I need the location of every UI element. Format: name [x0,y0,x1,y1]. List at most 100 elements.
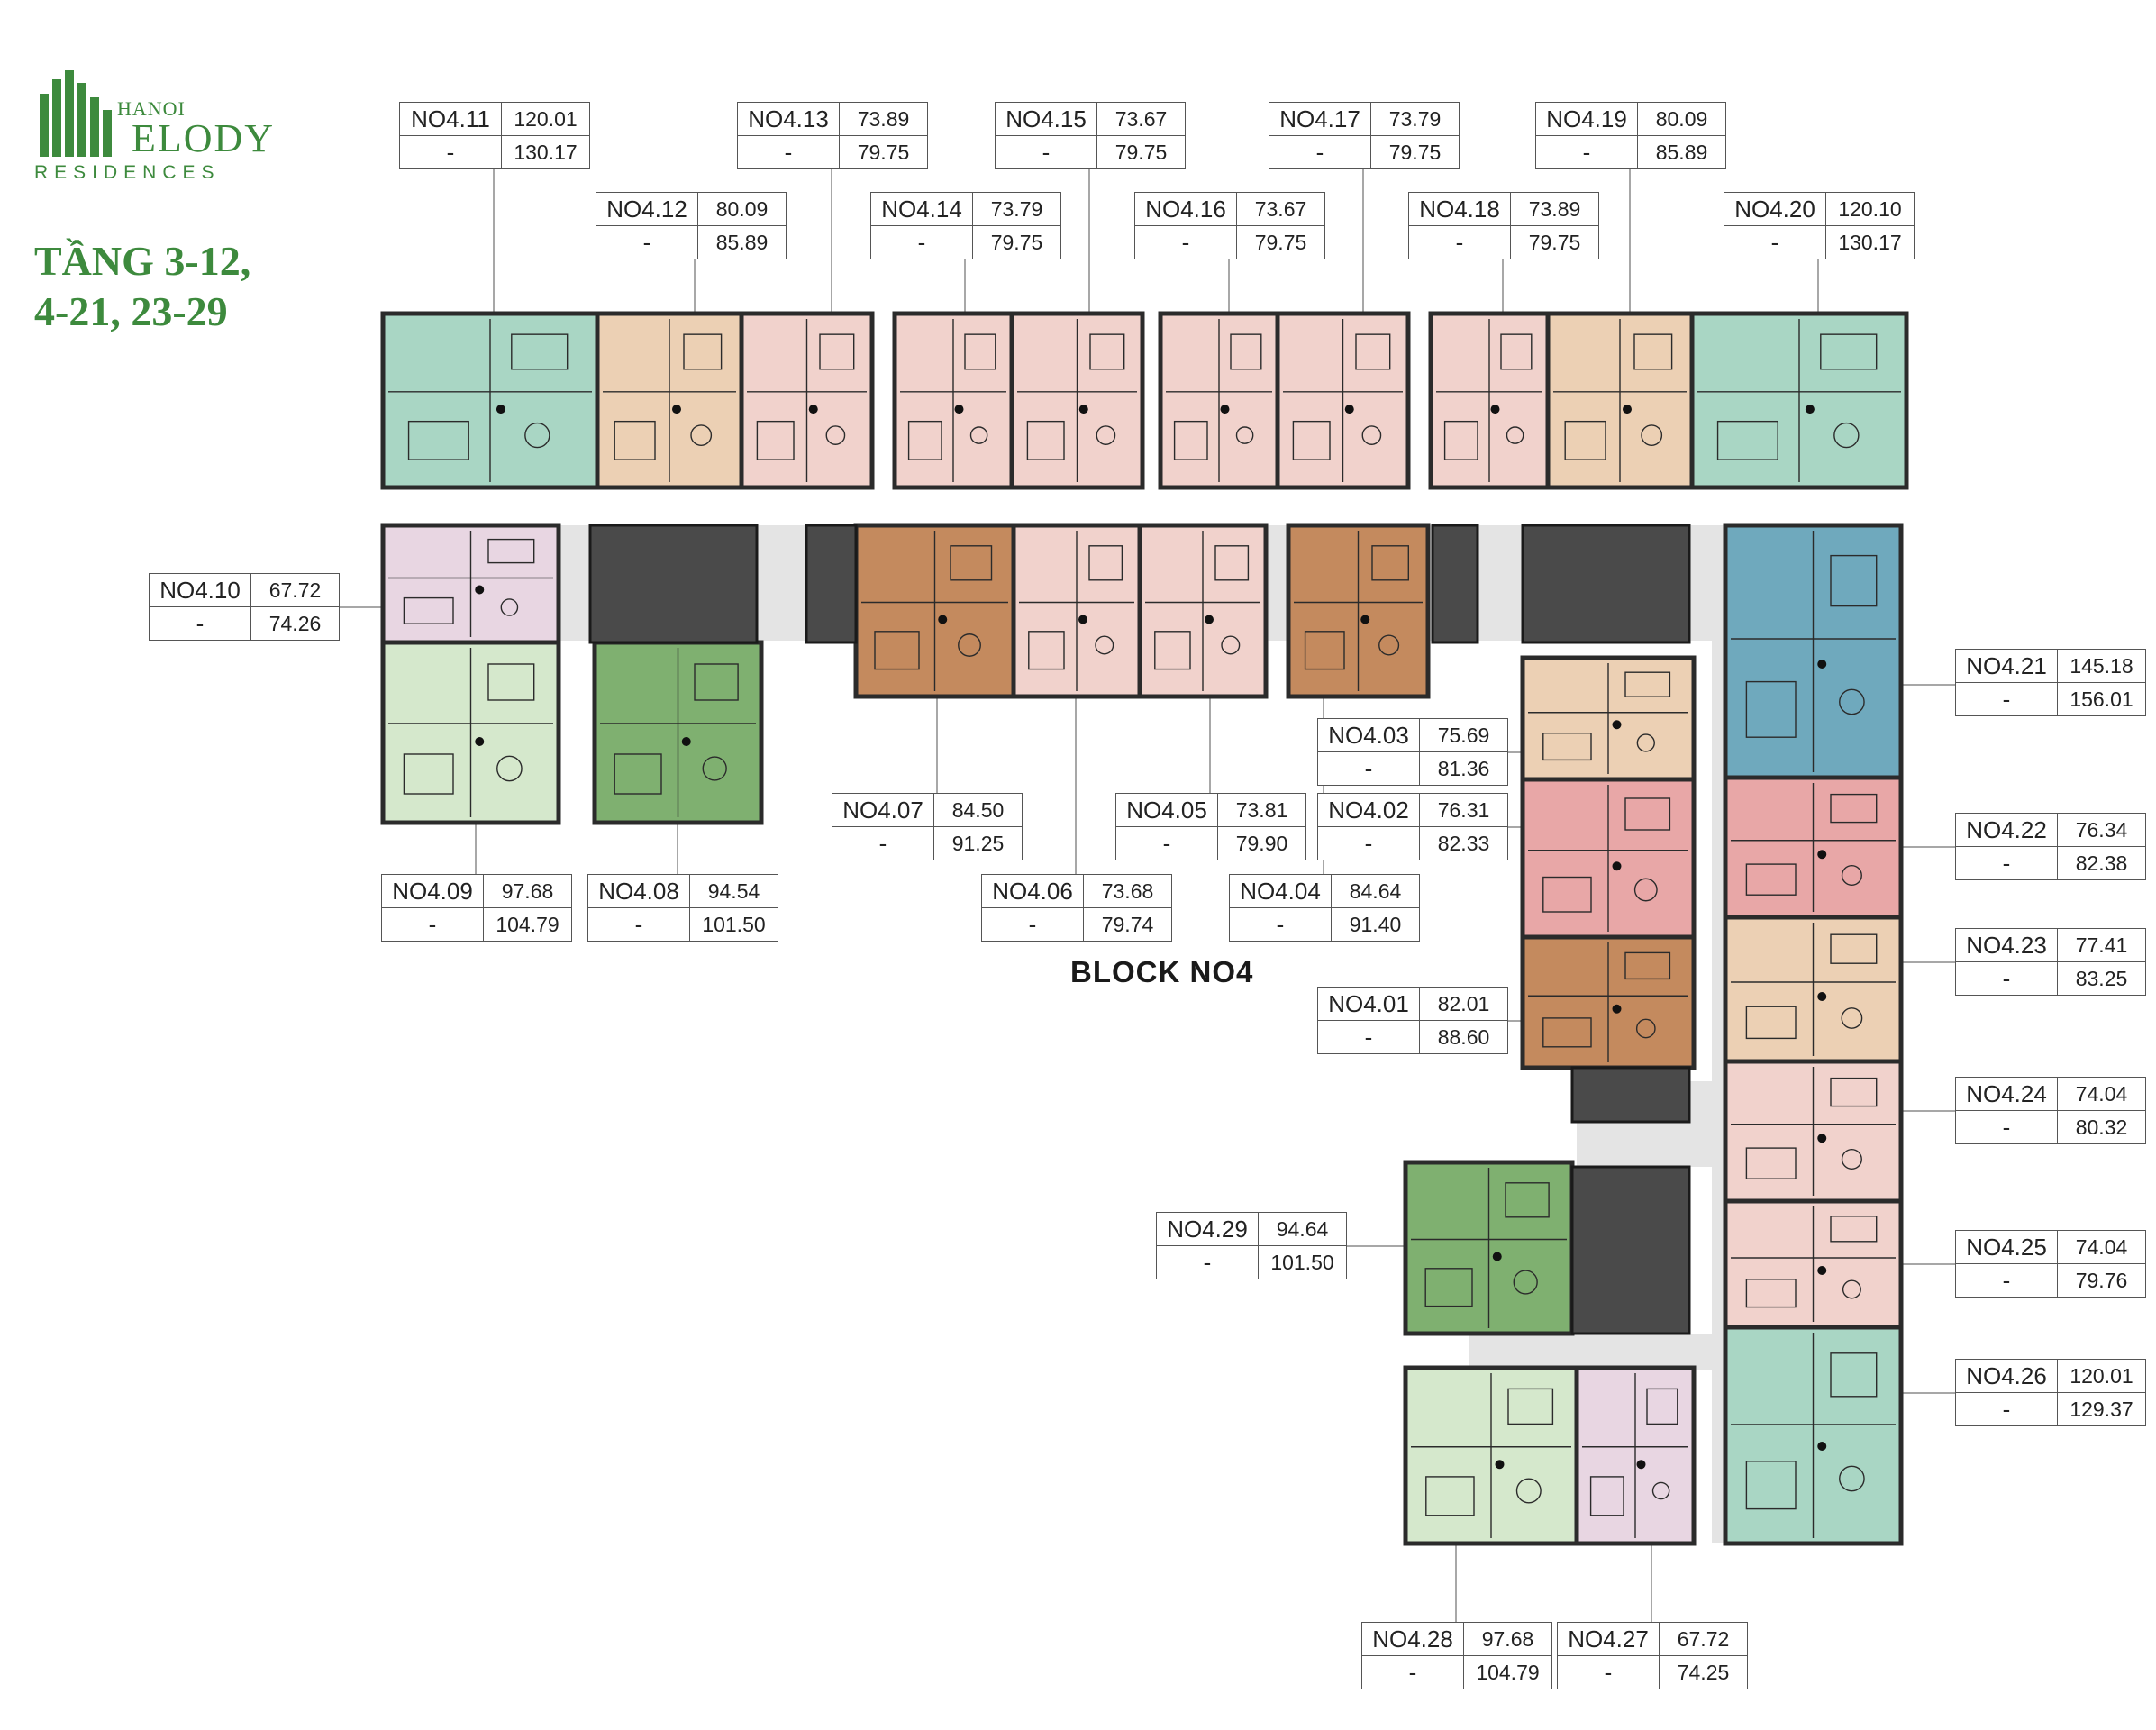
unit-dash: - [871,226,973,259]
table-outline [702,756,727,781]
unit-area-1: 76.34 [2075,817,2128,842]
unit-label-no4-29: NO4.29 94.64 -101.50 [1156,1212,1347,1279]
unit-dot-no4-27 [1636,1460,1646,1470]
bed-outline [1292,420,1331,460]
block-title: BLOCK NO4 [1070,955,1254,988]
unit-code: NO4.16 [1135,193,1237,225]
unit-area-1: 73.67 [1254,196,1307,221]
unit-area-2: 85.89 [715,230,769,254]
bed-outline [1505,1182,1550,1218]
unit-area-1: 73.89 [1528,196,1581,221]
unit-area-1: 94.64 [1276,1216,1329,1241]
unit-area-2: 101.50 [1270,1250,1334,1274]
unit-area-2: 88.60 [1437,1024,1490,1049]
bed-outline [1500,333,1533,370]
unit-code: NO4.14 [871,193,973,225]
unit-area-1: 67.72 [268,578,322,602]
floor-range-line-1: TẦNG 3-12, [34,238,251,284]
logo-building-icon [40,70,112,157]
unit-area-1: 75.69 [1437,723,1490,747]
unit-code: NO4.27 [1558,1623,1660,1655]
bed-outline [487,538,535,564]
unit-code: NO4.09 [382,875,484,907]
unit-dash: - [832,827,934,860]
unit-area-2: 81.36 [1437,756,1490,780]
unit-dot-no4-09 [475,737,485,746]
bed-outline [964,333,996,370]
unit-dot-no4-02 [1612,861,1622,871]
bed-outline [1830,554,1878,607]
unit-dot-no4-01 [1612,1004,1622,1014]
bed-outline [1089,333,1125,370]
unit-area-2: 104.79 [496,912,559,936]
unit-area-2: 129.37 [2070,1397,2133,1421]
bed-outline [1088,545,1123,581]
unit-dot-no4-10 [475,585,485,595]
bed-outline [1745,1279,1797,1308]
bed-outline [1028,631,1065,670]
hanoi-melody-logo: HANOI ELODY RESIDENCES [34,70,273,187]
unit-area-1: 84.64 [1349,879,1402,903]
unit-dot-no4-06 [1078,615,1087,624]
unit-dash: - [982,908,1084,941]
table-outline [1839,688,1865,715]
unit-area-2: 130.17 [1838,230,1902,254]
unit-dash: - [1956,1393,2058,1425]
unit-area-2: 79.74 [1101,912,1154,936]
bed-outline [1542,876,1592,913]
logo-residences-text: RESIDENCES [34,162,221,183]
bed-outline [1745,1461,1797,1510]
unit-dash: - [1135,226,1237,259]
unit-code: NO4.29 [1157,1213,1259,1245]
unit-code: NO4.23 [1956,929,2058,961]
corridor [1469,1334,1712,1370]
unit-dot-no4-26 [1817,1442,1827,1451]
bed-outline [1564,420,1606,460]
unit-code: NO4.11 [400,103,502,135]
table-outline [1221,635,1241,655]
unit-dash: - [596,226,698,259]
bed-outline [1745,680,1797,738]
table-outline [969,426,988,444]
bed-outline [1173,420,1208,460]
unit-dash: - [996,136,1097,168]
bed-outline [1443,420,1478,460]
unit-area-1: 97.68 [501,879,554,903]
unit-dot-no4-08 [681,737,691,746]
table-outline [1095,635,1114,655]
bed-outline [614,420,656,460]
unit-dash: - [1409,226,1511,259]
unit-area-1: 97.68 [1481,1626,1534,1651]
service-core [1570,1165,1691,1335]
bed-outline [1355,333,1391,370]
unit-dot-no4-20 [1805,405,1815,414]
unit-code: NO4.01 [1318,988,1420,1020]
unit-area-1: 82.01 [1437,991,1490,1015]
unit-code: NO4.19 [1536,103,1638,135]
unit-label-no4-09: NO4.09 97.68 -104.79 [381,874,572,942]
bed-outline [407,420,469,460]
table-outline [1841,864,1862,887]
unit-code: NO4.02 [1318,794,1420,826]
bed-outline [403,753,454,795]
table-outline [1839,1465,1865,1492]
unit-dash: - [1956,1111,2058,1143]
logo-hanoi-text: HANOI [117,97,186,120]
unit-dot-no4-22 [1817,850,1827,860]
unit-dot-no4-13 [808,405,818,414]
bed-outline [1026,420,1065,460]
unit-area-1: 120.01 [514,106,578,131]
unit-dot-no4-12 [672,405,681,414]
unit-dash: - [1157,1246,1259,1279]
table-outline [496,755,523,782]
unit-dash: - [382,908,484,941]
unit-area-2: 79.75 [1528,230,1581,254]
